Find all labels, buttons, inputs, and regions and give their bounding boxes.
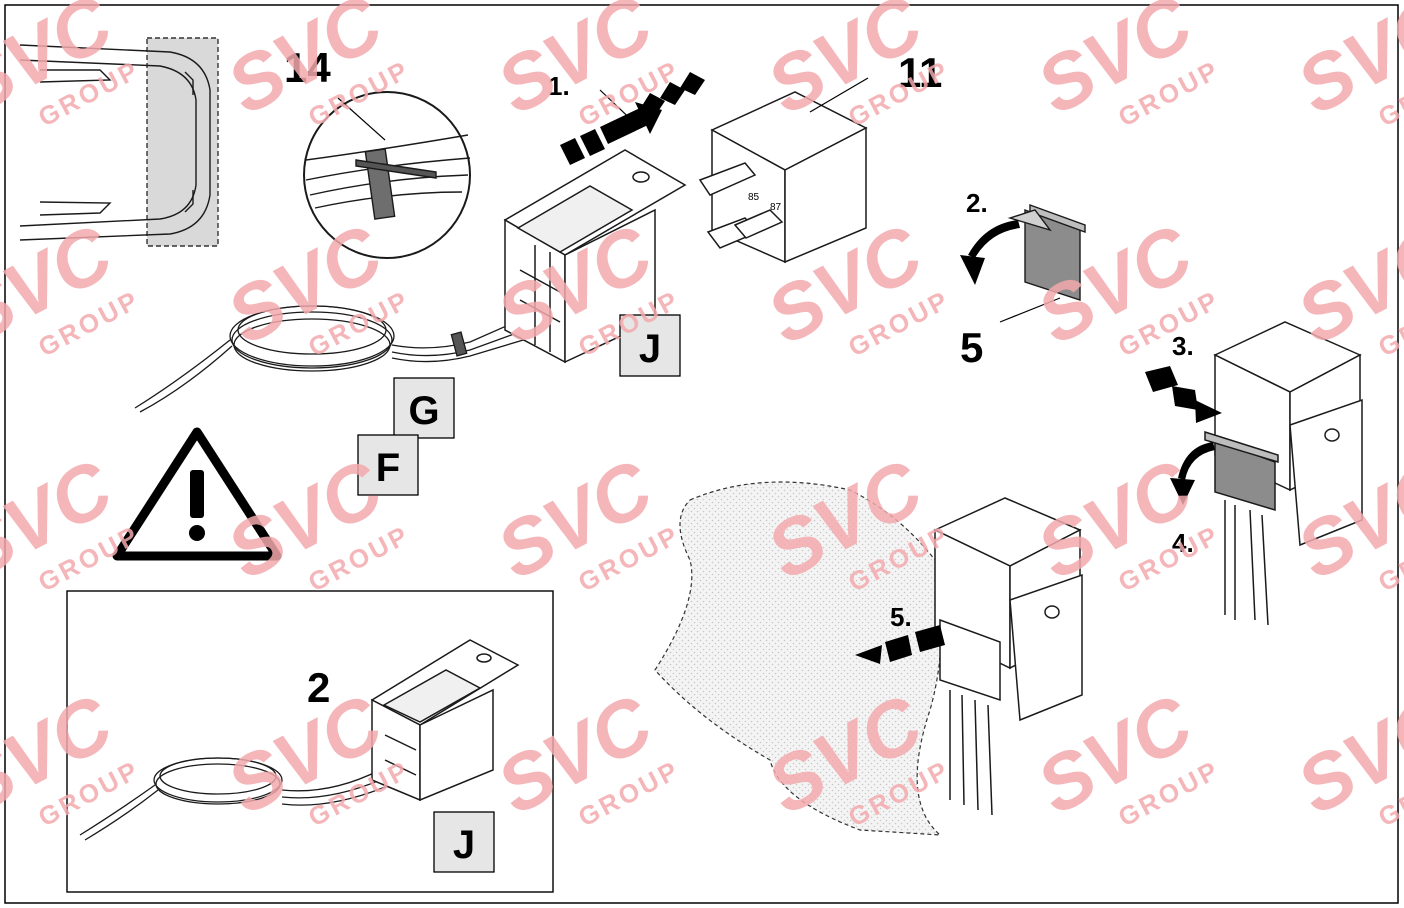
- warning-icon: [112, 427, 282, 561]
- relay-pin-mark: 85: [748, 192, 760, 203]
- label-j-inset: J: [453, 823, 475, 867]
- step4-label: 4.: [1172, 528, 1194, 558]
- step5-label: 5.: [890, 602, 912, 632]
- connector-label-j-top: J: [619, 314, 681, 377]
- relay-pin-mark: 87: [770, 202, 782, 213]
- inset-wire-coil: [79, 757, 391, 841]
- label-g: G: [408, 389, 439, 433]
- part5-label: 5: [960, 324, 983, 371]
- wire-coil-top: [134, 305, 531, 413]
- part11-label: 11: [898, 49, 942, 96]
- step3-label: 3.: [1172, 331, 1194, 361]
- connector-label-j-inset: J: [433, 811, 495, 873]
- label-j-top: J: [639, 327, 661, 371]
- frame-border: [4, 4, 1399, 904]
- part2-label: 2: [307, 664, 330, 711]
- label-f: F: [376, 446, 400, 490]
- connector-label-f: F: [357, 434, 419, 496]
- vehicle-top-view: [19, 37, 219, 247]
- mounting-surface: [654, 481, 942, 836]
- step1-label: 1.: [548, 71, 570, 101]
- relay-assembly-right: [1204, 321, 1363, 626]
- part14-label: 14: [284, 44, 331, 91]
- step1-insert-arrows: [560, 72, 705, 165]
- step3-push-arrow: [1145, 366, 1222, 423]
- step2-rotate-arrow: [960, 220, 1020, 285]
- inset-relay-socket: [370, 639, 520, 802]
- step2-label: 2.: [966, 188, 988, 218]
- step4-rotate-arrow: [1170, 442, 1215, 505]
- cable-tie-detail: [303, 91, 471, 259]
- relay-11: 85 87: [698, 77, 869, 264]
- clip-part-5: [999, 204, 1086, 323]
- connector-label-g: G: [393, 377, 455, 439]
- step5-pull-arrow: [855, 625, 945, 664]
- relay-assembly-bottom: [933, 497, 1083, 816]
